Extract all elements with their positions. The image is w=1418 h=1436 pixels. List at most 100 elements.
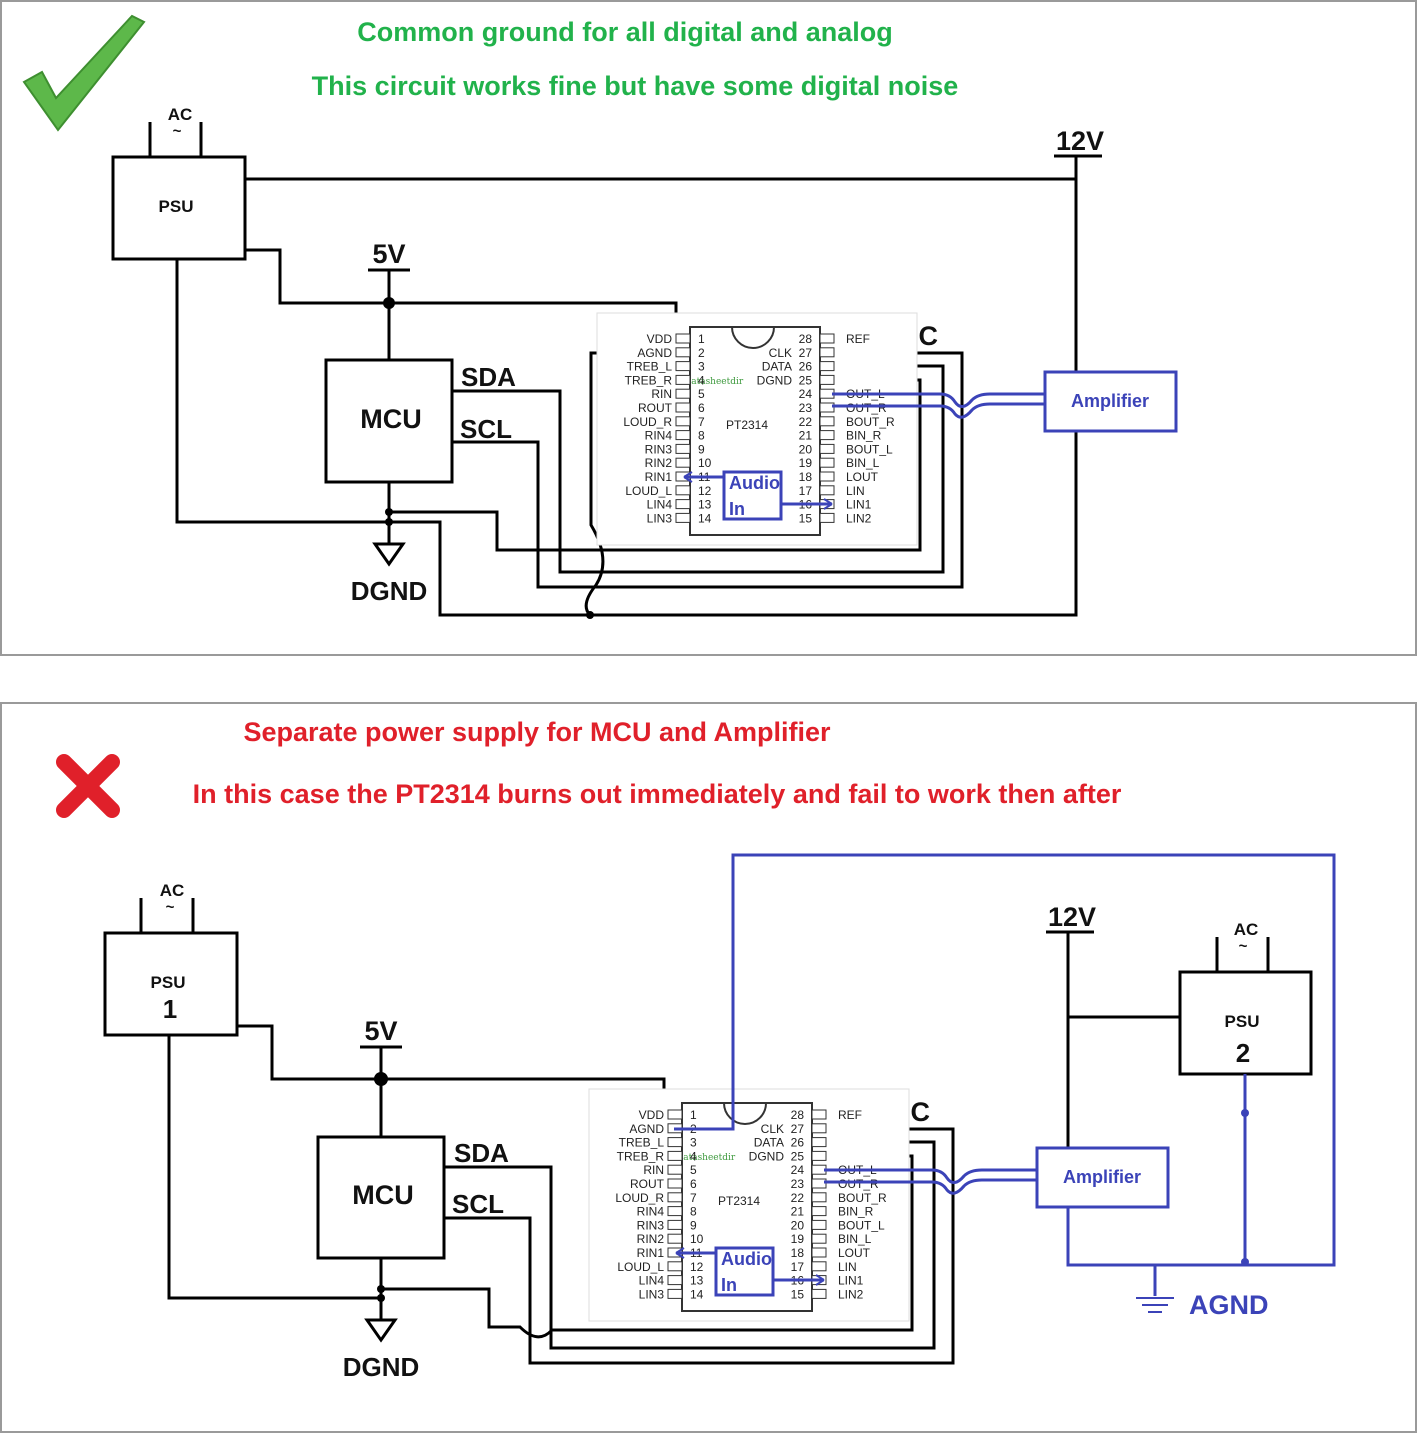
scl-label: SCL	[452, 1189, 504, 1219]
pin-number: 24	[791, 1163, 805, 1177]
pin-number: 3	[690, 1136, 697, 1150]
agnd-wire	[674, 853, 1336, 1267]
pin-label: LIN	[838, 1260, 857, 1274]
pin-number: 15	[799, 511, 813, 525]
sda-label: SDA	[461, 362, 516, 392]
mcu-label: MCU	[360, 404, 422, 434]
pin-label: RIN2	[645, 456, 673, 470]
pin-label: RIN3	[637, 1218, 665, 1232]
chip-pin	[667, 1288, 683, 1299]
chip-name: PT2314	[718, 1194, 760, 1208]
pin-number: 24	[799, 387, 813, 401]
chip-pin	[667, 1261, 683, 1272]
pin-number: 12	[690, 1260, 704, 1274]
pin-label: RIN	[643, 1163, 664, 1177]
sda-wire	[444, 1140, 936, 1350]
pin-number: 9	[698, 442, 705, 456]
bottom-heading-2: In this case the PT2314 burns out immedi…	[193, 779, 1122, 809]
out-l-wire	[832, 392, 1045, 408]
5v-label: 5V	[364, 1016, 397, 1046]
pin-number: 15	[791, 1287, 805, 1301]
chip-pin	[675, 416, 691, 427]
audio-in-box	[714, 1246, 775, 1297]
scl-wire	[444, 1127, 955, 1365]
pin-number: 27	[799, 346, 813, 360]
pin-label: LIN4	[639, 1274, 665, 1288]
pin-label: TREB_L	[627, 360, 673, 374]
dgnd-symbol	[364, 1318, 398, 1343]
chip-pin	[667, 1219, 683, 1230]
pin-label: REF	[846, 332, 870, 346]
chip-pin	[675, 485, 691, 496]
chip-pin	[675, 388, 691, 399]
pin-number: 5	[698, 387, 705, 401]
pin-label: RIN2	[637, 1232, 665, 1246]
ac-symbol: ~	[166, 899, 175, 916]
mcu-label: MCU	[352, 1180, 414, 1210]
pin-number: 28	[799, 332, 813, 346]
ac-label: AC	[168, 105, 193, 124]
chip-pin	[675, 457, 691, 468]
pin-number: 7	[690, 1191, 697, 1205]
pin-number: 20	[791, 1218, 805, 1232]
chip-pin	[811, 1206, 827, 1217]
chip-pin	[811, 1150, 827, 1161]
chip-pin	[811, 1109, 827, 1120]
arrow-right-icon	[815, 1274, 825, 1286]
5v-label: 5V	[372, 239, 405, 269]
chip-pin	[675, 430, 691, 441]
pin-number: 28	[791, 1108, 805, 1122]
pin-label: BOUT_L	[838, 1218, 885, 1232]
pin-label: BIN_R	[846, 429, 882, 443]
chip-pin	[811, 1288, 827, 1299]
agnd-wire	[584, 351, 690, 617]
pin-inner-label: CLK	[769, 346, 792, 360]
chip-pin	[819, 374, 835, 385]
12v-label: 12V	[1056, 126, 1104, 156]
pin-label: LIN2	[846, 511, 872, 525]
chip-pin	[667, 1233, 683, 1244]
amplifier-label: Amplifier	[1063, 1167, 1141, 1187]
chip-pin	[675, 499, 691, 510]
chip-pin	[675, 512, 691, 523]
psu-2: AC ~ PSU 2	[1178, 920, 1313, 1076]
scl-label: SCL	[460, 414, 512, 444]
pin-label: LIN4	[647, 498, 673, 512]
pin-number: 8	[698, 429, 705, 443]
pin-inner-label: DGND	[757, 373, 793, 387]
5v-junction	[383, 297, 395, 309]
out-r-wire	[832, 402, 1045, 419]
pin-number: 27	[791, 1122, 805, 1136]
arrow-right-icon	[823, 498, 833, 510]
pin-label: BOUT_L	[846, 442, 893, 456]
chip-pin	[819, 485, 835, 496]
pin-number: 8	[690, 1205, 697, 1219]
pin-number: 23	[799, 401, 813, 415]
pin-label: LIN3	[647, 511, 673, 525]
top-panel-frame	[0, 0, 1417, 656]
pin-label: LIN2	[838, 1287, 864, 1301]
chip-pin	[811, 1164, 827, 1175]
chip-pin	[667, 1150, 683, 1161]
bottom-panel: Separate power supply for MCU and Amplif…	[56, 717, 1336, 1382]
dgnd-symbol	[372, 542, 406, 567]
chip-pin	[819, 347, 835, 358]
ac-symbol: ~	[173, 123, 182, 140]
psu-label: PSU	[159, 197, 194, 216]
pin-number: 10	[698, 456, 712, 470]
arrow-left-icon	[683, 471, 693, 483]
pin-number: 3	[698, 360, 705, 374]
pin-label: RIN4	[637, 1205, 665, 1219]
chip-pin	[667, 1192, 683, 1203]
chip-pin	[811, 1247, 827, 1258]
chip-pin	[675, 361, 691, 372]
ac-symbol: ~	[1239, 938, 1248, 955]
chip-pin	[819, 471, 835, 482]
chip-pin	[811, 1123, 827, 1134]
pin-label: LOUD_R	[623, 415, 672, 429]
pin-label: RIN	[651, 387, 672, 401]
pin-label: TREB_L	[619, 1136, 665, 1150]
pin-number: 12	[698, 484, 712, 498]
chip-notch-icon	[723, 1102, 767, 1125]
psu-2-label: PSU	[1225, 1012, 1260, 1031]
